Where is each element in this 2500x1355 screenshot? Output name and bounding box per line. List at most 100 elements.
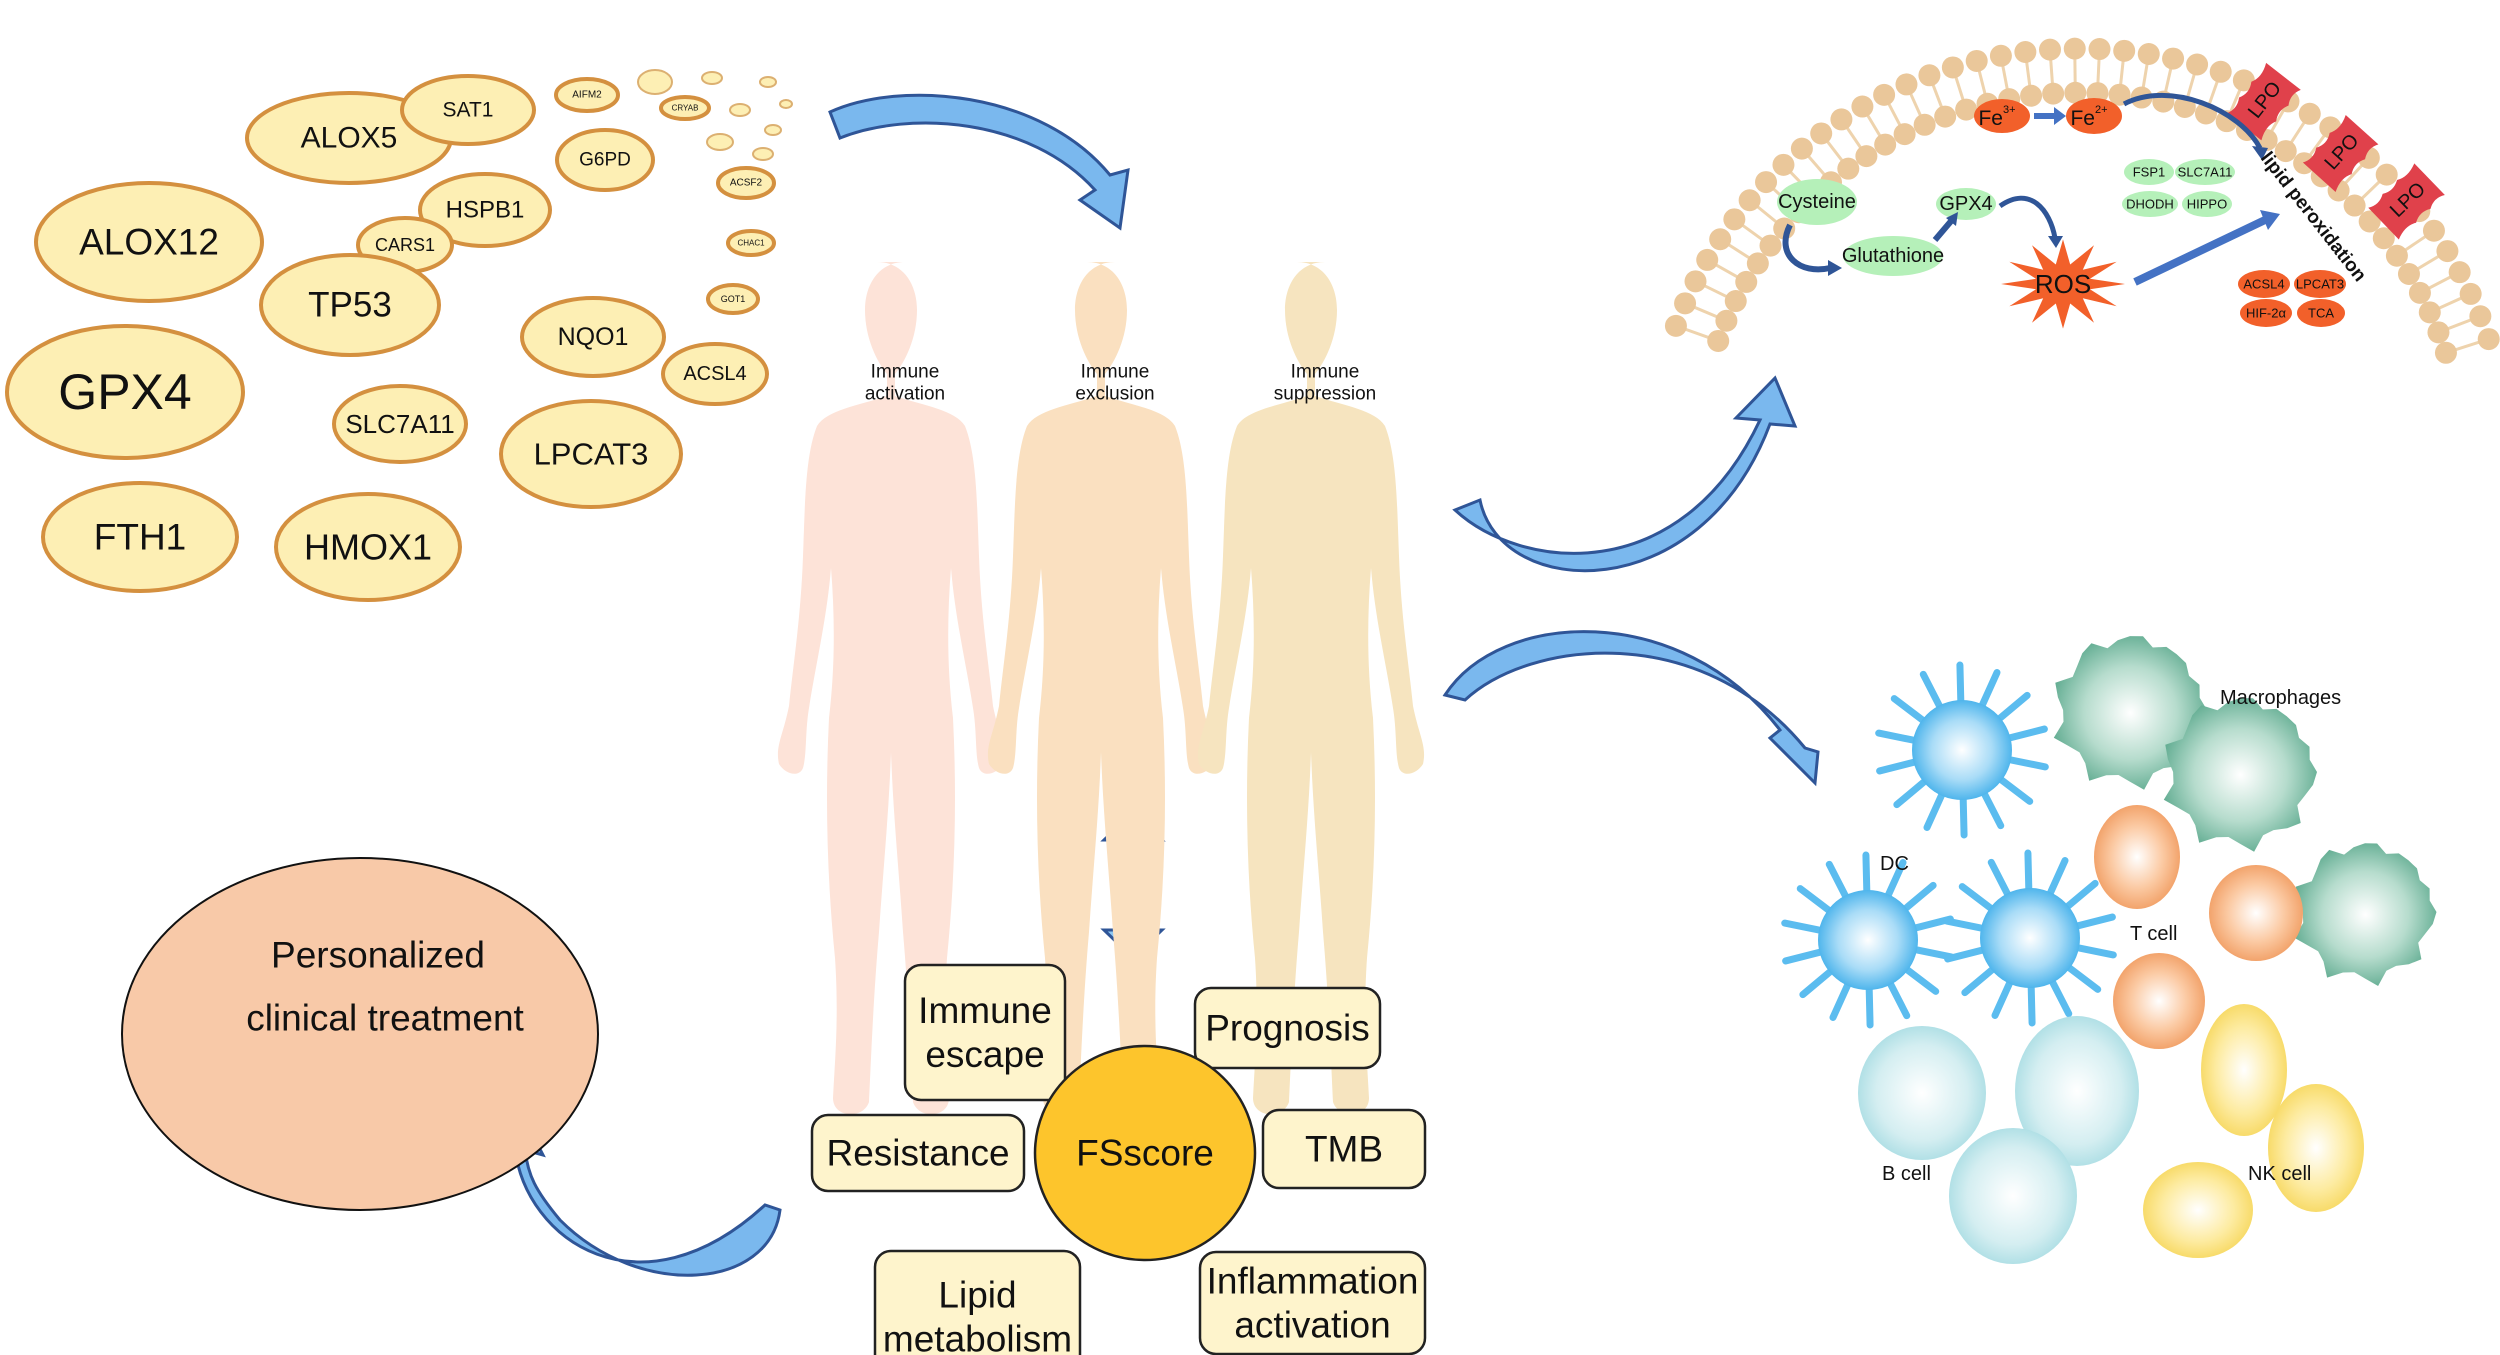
orange-gene-label: LPCAT3: [2296, 277, 2344, 292]
gene-label: ACSF2: [730, 178, 763, 189]
gene-label: ALOX5: [301, 122, 398, 155]
nk-cell: [2143, 1162, 2253, 1258]
phenotype-label-line1: Immune: [1081, 362, 1150, 383]
glutathione-label: Glutathione: [1842, 245, 1944, 267]
glutathione-to-gpx4-arrow: [1932, 218, 1955, 242]
glutathione-node: [1843, 236, 1943, 276]
ros-label: ROS: [2035, 269, 2091, 299]
macrophage-cell: [2294, 843, 2437, 986]
curved-arrow-genes-to-phenotypes: [828, 93, 1130, 231]
factor-label-line2: escape: [925, 1034, 1044, 1075]
ferroptosis-pathway: Fe3+ Fe2+ Cysteine Glutathione GPX4 ROS …: [1777, 93, 2370, 329]
phenotype-label-line1: Immune: [1291, 362, 1360, 383]
gene-bubble: HSPB1: [418, 172, 552, 248]
factor-label: Prognosis: [1205, 1008, 1370, 1049]
gene-bubble: ACSL4: [661, 342, 769, 406]
gene-bubble: ALOX12: [34, 181, 264, 303]
gene-label: ACSL4: [683, 363, 746, 385]
orange-gene-label: TCA: [2308, 306, 2334, 321]
green-gene-pill: [2124, 159, 2174, 185]
fsscore-label: FSscore: [1076, 1133, 1214, 1174]
nk-cell: [2201, 1004, 2287, 1136]
fe3-node: [1974, 99, 2030, 133]
dendritic-cell: [1943, 849, 2117, 1027]
gene-bubble: GOT1: [706, 283, 760, 315]
macrophage-cell: [2163, 698, 2317, 852]
gpx4-to-ros-arrow: [1998, 195, 2058, 239]
nk-cell-label: NK cell: [2248, 1163, 2311, 1185]
treatment-line1: Personalized: [271, 935, 485, 976]
gene-label: SAT1: [443, 99, 494, 122]
green-gene-pill: [2122, 191, 2178, 217]
decorative-bubbles: [637, 69, 793, 161]
phenotype-label-line2: exclusion: [1075, 384, 1154, 405]
b-cell: [1858, 1026, 1986, 1160]
gene-label: SLC7A11: [345, 409, 454, 439]
gene-label: HMOX1: [304, 527, 432, 568]
factor-label-line1: Inflammation: [1207, 1261, 1419, 1302]
dendritic-cell: [1875, 661, 2049, 839]
phenotype-label-line1: Immune: [871, 362, 940, 383]
gene-bubble: CRYAB: [659, 95, 711, 121]
b-cell-label: B cell: [1882, 1163, 1931, 1185]
treatment-bubble: Personalized clinical treatment: [121, 857, 599, 1211]
gene-label: FTH1: [94, 517, 187, 558]
orange-gene-pill: [2297, 299, 2345, 327]
gene-label: CHAC1: [737, 239, 765, 248]
cysteine-to-glutathione-arrow: [1782, 223, 1831, 273]
fe2-to-lipid-arrow: [2122, 93, 2263, 150]
macrophages-label: Macrophages: [2220, 687, 2341, 709]
green-gene-label: DHODH: [2126, 197, 2174, 212]
gene-label: ALOX12: [79, 222, 219, 263]
green-gene-label: SLC7A11: [2178, 165, 2233, 180]
cysteine-label: Cysteine: [1778, 191, 1856, 213]
gene-label: CARS1: [375, 235, 435, 255]
t-cell: [2113, 953, 2205, 1049]
orange-gene-pill: [2294, 270, 2346, 298]
fe2-node: [2066, 98, 2122, 134]
gene-label: G6PD: [579, 150, 631, 171]
gene-label: NQO1: [558, 323, 629, 351]
gene-bubble: GPX4: [5, 324, 245, 460]
gene-bubble: FTH1: [41, 481, 239, 593]
gene-label: HSPB1: [446, 197, 525, 224]
gene-bubble: SLC7A11: [332, 384, 468, 464]
fe2-label: Fe2+: [2070, 104, 2107, 130]
phenotype-label-line2: activation: [865, 384, 945, 405]
fsscore-factor-box: TMB: [1261, 1108, 1427, 1190]
treatment-line2: clinical treatment: [246, 998, 524, 1039]
gpx4-node: [1936, 188, 1996, 220]
immune-cell-cluster: [1781, 636, 2437, 1264]
factor-label: TMB: [1305, 1129, 1383, 1170]
factor-label-line1: Lipid: [938, 1275, 1016, 1316]
gene-label: LPCAT3: [534, 437, 649, 472]
ros-star: [2001, 239, 2125, 329]
gene-bubble: AIFM2: [554, 77, 620, 113]
curved-arrow-to-immune-cells: [1442, 630, 1820, 787]
fe3-label: Fe3+: [1978, 104, 2015, 130]
dendritic-cell: [1781, 851, 1955, 1029]
green-gene-label: FSP1: [2133, 165, 2166, 180]
curved-arrow-to-ferroptosis: [1452, 375, 1798, 573]
immune-phenotype-figures: ImmuneactivationImmuneexclusionImmunesup…: [777, 262, 1425, 1115]
dc-label: DC: [1880, 853, 1909, 875]
green-gene-label: HIPPO: [2187, 197, 2227, 212]
fsscore-factor-box: Prognosis: [1193, 986, 1382, 1070]
gene-bubble: G6PD: [555, 128, 655, 192]
factor-label-line2: metabolism: [883, 1319, 1072, 1355]
t-cell: [2094, 805, 2180, 909]
gene-bubble: CHAC1: [726, 229, 776, 257]
gene-bubble: ACSF2: [716, 166, 776, 200]
phenotype-label-line2: suppression: [1274, 384, 1376, 405]
green-gene-pill: [2175, 159, 2235, 185]
gpx4-label: GPX4: [1939, 193, 1992, 215]
b-cell: [1949, 1128, 2077, 1264]
